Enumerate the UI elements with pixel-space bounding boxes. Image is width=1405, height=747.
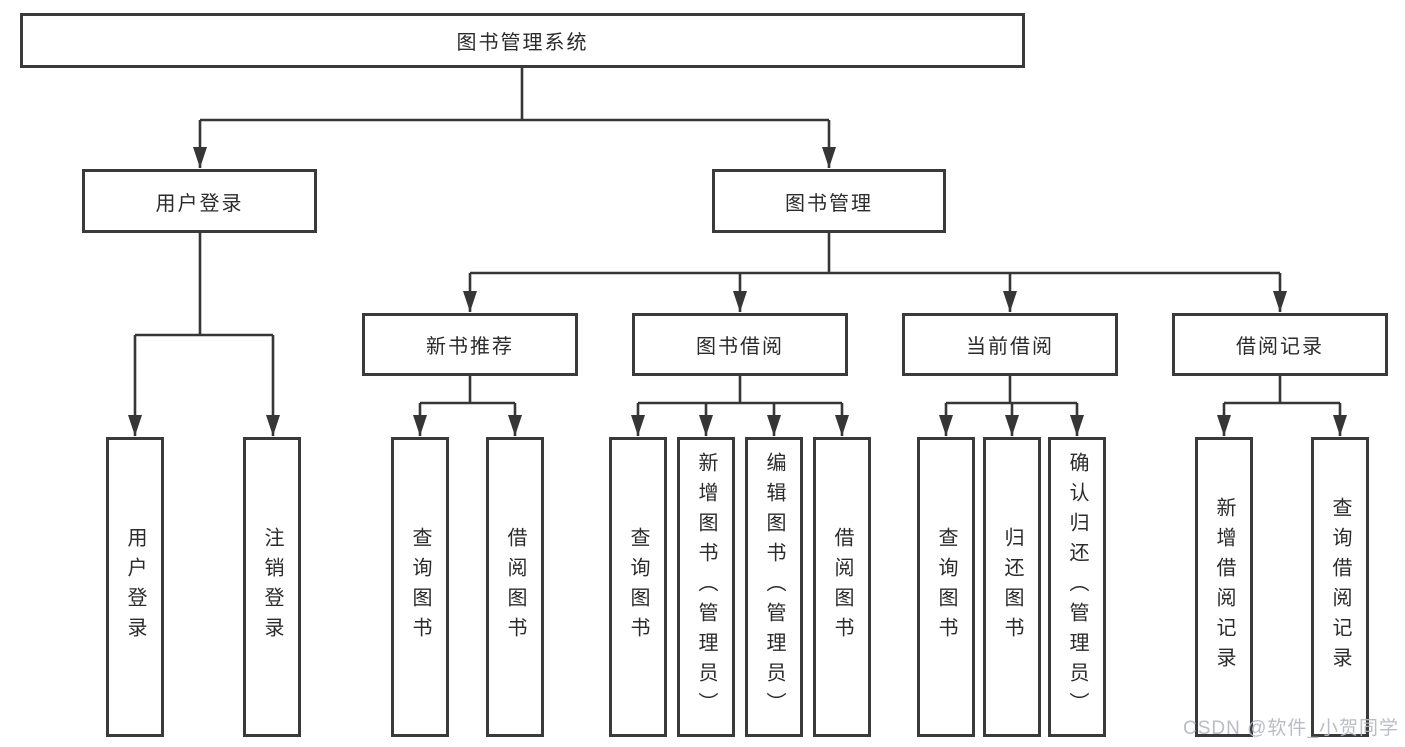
leaf-label: 借阅图书	[831, 527, 853, 647]
leaf-edit-books-admin: 编辑图书（管理员）	[745, 437, 803, 737]
leaf-label: 新增借阅记录	[1213, 497, 1235, 677]
leaf-label: 查询图书	[409, 527, 431, 647]
leaf-borrow-books: 借阅图书	[813, 437, 871, 737]
leaf-label: 注销登录	[261, 527, 283, 647]
node-label: 图书管理	[785, 192, 873, 215]
leaf-label: 用户登录	[124, 527, 146, 647]
node-book-management: 图书管理	[712, 169, 946, 233]
leaf-user-login: 用户登录	[106, 437, 164, 737]
watermark: CSDN @软件_小贺同学	[1183, 718, 1399, 739]
leaf-add-borrow-record: 新增借阅记录	[1195, 437, 1253, 737]
leaf-query-books: 查询图书	[391, 437, 449, 737]
leaf-confirm-return-admin: 确认归还（管理员）	[1048, 437, 1106, 737]
node-label: 用户登录	[155, 192, 244, 215]
node-label: 图书管理系统	[456, 32, 589, 54]
leaf-query-borrow-record: 查询借阅记录	[1311, 437, 1369, 737]
leaf-return-books: 归还图书	[983, 437, 1041, 737]
node-label: 借阅记录	[1236, 336, 1324, 358]
leaf-borrow-books: 借阅图书	[486, 437, 544, 737]
node-new-book-recommendation: 新书推荐	[362, 313, 578, 376]
node-user-login: 用户登录	[82, 169, 317, 233]
leaf-query-books: 查询图书	[917, 437, 975, 737]
leaf-label: 查询借阅记录	[1329, 497, 1351, 677]
node-label: 图书借阅	[696, 336, 784, 358]
leaf-label: 借阅图书	[504, 527, 526, 647]
leaf-add-books-admin: 新增图书（管理员）	[677, 437, 735, 737]
leaf-label: 编辑图书（管理员）	[763, 452, 785, 722]
node-library-management-system: 图书管理系统	[20, 13, 1025, 68]
node-current-borrowing: 当前借阅	[902, 313, 1118, 376]
leaf-label: 新增图书（管理员）	[695, 452, 717, 722]
leaf-logout-login: 注销登录	[243, 437, 301, 737]
node-label: 新书推荐	[426, 336, 514, 358]
leaf-label: 查询图书	[935, 527, 957, 647]
leaf-label: 查询图书	[627, 527, 649, 647]
leaf-query-books: 查询图书	[609, 437, 667, 737]
leaf-label: 归还图书	[1001, 527, 1023, 647]
node-book-borrowing: 图书借阅	[632, 313, 848, 376]
node-label: 当前借阅	[966, 336, 1054, 358]
node-borrowing-records: 借阅记录	[1172, 313, 1388, 376]
leaf-label: 确认归还（管理员）	[1066, 452, 1088, 722]
